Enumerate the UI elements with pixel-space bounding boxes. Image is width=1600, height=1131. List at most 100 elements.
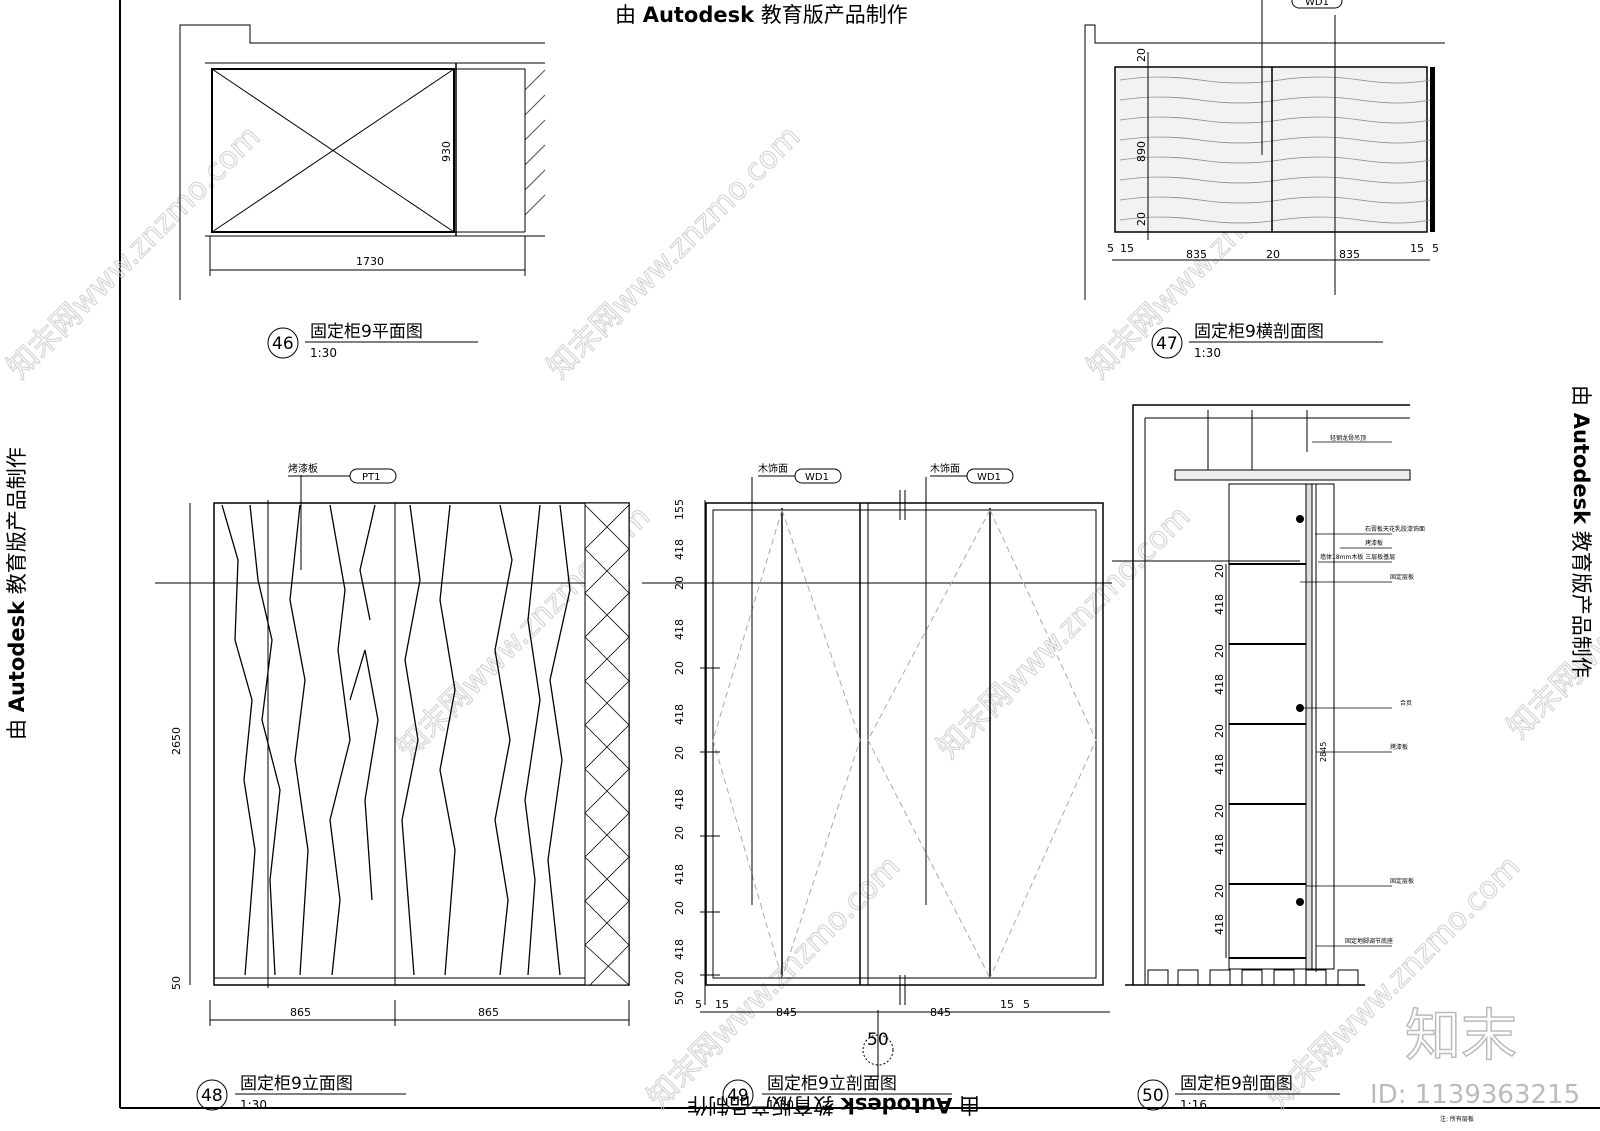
svg-text:合页: 合页 — [1400, 699, 1412, 707]
svg-text:20: 20 — [1213, 644, 1226, 658]
svg-text:20: 20 — [1213, 724, 1226, 738]
svg-text:轻钢龙骨吊顶: 轻钢龙骨吊顶 — [1330, 434, 1366, 442]
drawing-title: 固定柜9平面图 — [310, 322, 423, 342]
svg-text:1:30: 1:30 — [1194, 346, 1221, 360]
brand-logo: 知末 — [1405, 1004, 1517, 1069]
svg-text:WD1: WD1 — [977, 472, 1001, 483]
svg-text:固定柜9立面图: 固定柜9立面图 — [240, 1074, 353, 1094]
svg-text:WD1: WD1 — [805, 472, 829, 483]
svg-text:835: 835 — [1339, 248, 1360, 261]
svg-text:石膏板天花乳胶漆饰面: 石膏板天花乳胶漆饰面 — [1365, 525, 1425, 533]
svg-text:865: 865 — [478, 1006, 499, 1019]
svg-text:418: 418 — [673, 619, 686, 640]
svg-text:20: 20 — [1266, 248, 1280, 261]
svg-text:47: 47 — [1156, 334, 1178, 354]
svg-text:2650: 2650 — [170, 727, 183, 755]
svg-text:烤漆板: 烤漆板 — [288, 462, 318, 475]
image-id-label: ID: 1139363215 — [1370, 1080, 1580, 1110]
watermark-layer: 知末网www.znzmo.com 知末网www.znzmo.com 知末网www… — [0, 119, 1600, 1116]
svg-text:木饰面: 木饰面 — [758, 462, 788, 475]
drawing-48-elevation: 烤漆板 PT1 2650 50 865 865 48 固定柜9立面图 1:30 — [155, 462, 630, 1112]
svg-text:固定层板: 固定层板 — [1390, 877, 1414, 885]
sheet-border — [119, 0, 1600, 1109]
svg-text:20: 20 — [673, 661, 686, 675]
edu-stamp-left: 由 Autodesk 教育版产品制作 — [5, 447, 29, 740]
edu-stamp-right: 由 Autodesk 教育版产品制作 — [1569, 385, 1593, 678]
svg-text:固定柜9横剖面图: 固定柜9横剖面图 — [1194, 322, 1324, 342]
svg-text:15: 15 — [715, 998, 729, 1011]
svg-text:418: 418 — [1213, 674, 1226, 695]
svg-text:418: 418 — [673, 539, 686, 560]
drawing-scale: 1:30 — [310, 346, 337, 360]
svg-text:5: 5 — [1023, 998, 1030, 1011]
svg-text:由 Autodesk 教育版产品制作: 由 Autodesk 教育版产品制作 — [687, 1093, 980, 1117]
svg-text:418: 418 — [1213, 754, 1226, 775]
svg-text:418: 418 — [673, 789, 686, 810]
svg-text:20: 20 — [1135, 48, 1148, 62]
svg-text:48: 48 — [201, 1086, 223, 1106]
edu-stamp-bottom: 由 Autodesk 教育版产品制作 — [687, 1093, 980, 1117]
svg-text:50: 50 — [867, 1030, 889, 1050]
svg-text:50: 50 — [1142, 1086, 1164, 1106]
svg-text:1:30: 1:30 — [240, 1098, 267, 1112]
svg-text:418: 418 — [673, 704, 686, 725]
svg-text:418: 418 — [1213, 834, 1226, 855]
svg-text:50: 50 — [170, 976, 183, 990]
svg-text:固定柜9剖面图: 固定柜9剖面图 — [1180, 1074, 1293, 1094]
svg-text:20: 20 — [673, 901, 686, 915]
svg-text:5: 5 — [1432, 242, 1439, 255]
svg-text:20: 20 — [1213, 564, 1226, 578]
drawing-49-section-elevation: 155 418 20 418 20 418 20 418 20 418 20 4… — [642, 462, 1112, 1112]
svg-text:注: 所有层板: 注: 所有层板 — [1440, 1115, 1474, 1123]
svg-text:20: 20 — [673, 746, 686, 760]
drawing-50-section: 20 418 20 418 20 418 20 418 20 418 2845 … — [1112, 404, 1474, 1123]
svg-text:20: 20 — [673, 576, 686, 590]
svg-text:890: 890 — [1135, 141, 1148, 162]
svg-text:固定柜9立剖面图: 固定柜9立剖面图 — [767, 1074, 897, 1094]
brand-watermark: 知末 ID: 1139363215 — [1370, 1003, 1580, 1110]
svg-text:由 Autodesk 教育版产品制作: 由 Autodesk 教育版产品制作 — [1569, 385, 1593, 678]
svg-text:50: 50 — [673, 991, 686, 1005]
watermark-text: 知末网www.znzmo.com — [541, 119, 807, 385]
drawing-46-plan: 930 1730 46 固定柜9平面图 1:30 — [179, 24, 546, 360]
svg-text:845: 845 — [776, 1006, 797, 1019]
svg-text:418: 418 — [1213, 594, 1226, 615]
drawing-number: 46 — [272, 334, 294, 354]
dim-width: 1730 — [356, 255, 384, 268]
svg-text:由 Autodesk 教育版产品制作: 由 Autodesk 教育版产品制作 — [615, 3, 908, 27]
watermark-text: 知末网www.znzmo.com — [1, 119, 267, 385]
watermark-text: 知末网www.znzmo.com — [931, 499, 1197, 765]
svg-text:845: 845 — [930, 1006, 951, 1019]
svg-text:49: 49 — [727, 1086, 749, 1106]
svg-text:固定层板: 固定层板 — [1390, 573, 1414, 581]
svg-text:5: 5 — [1107, 242, 1114, 255]
svg-text:烤漆板: 烤漆板 — [1365, 539, 1383, 547]
svg-text:木饰面: 木饰面 — [930, 462, 960, 475]
svg-text:418: 418 — [673, 939, 686, 960]
svg-text:155: 155 — [673, 499, 686, 520]
svg-text:5: 5 — [695, 998, 702, 1011]
dim-depth: 930 — [440, 141, 453, 162]
drawing-47-section: WD1 20 890 20 5 15 835 20 835 15 5 47 固定… — [1084, 0, 1445, 360]
svg-text:15: 15 — [1120, 242, 1134, 255]
svg-text:20: 20 — [673, 971, 686, 985]
svg-text:418: 418 — [1213, 914, 1226, 935]
svg-text:20: 20 — [1135, 212, 1148, 226]
tag-wd1: WD1 — [1305, 0, 1329, 8]
svg-text:1:30: 1:30 — [767, 1098, 794, 1112]
svg-text:1:16: 1:16 — [1180, 1098, 1207, 1112]
svg-text:15: 15 — [1000, 998, 1014, 1011]
svg-text:835: 835 — [1186, 248, 1207, 261]
svg-text:20: 20 — [1213, 804, 1226, 818]
svg-text:418: 418 — [673, 864, 686, 885]
svg-text:20: 20 — [1213, 884, 1226, 898]
svg-text:20: 20 — [673, 826, 686, 840]
svg-text:烤漆板: 烤漆板 — [1390, 743, 1408, 751]
svg-text:865: 865 — [290, 1006, 311, 1019]
watermark-text: 知末网www.znzmo.com — [1261, 849, 1527, 1115]
svg-text:由 Autodesk 教育版产品制作: 由 Autodesk 教育版产品制作 — [5, 447, 29, 740]
svg-text:墙体18mm木板 三层板基层: 墙体18mm木板 三层板基层 — [1320, 553, 1395, 561]
edu-stamp-top: 由 Autodesk 教育版产品制作 — [615, 3, 908, 27]
svg-text:PT1: PT1 — [362, 472, 381, 483]
